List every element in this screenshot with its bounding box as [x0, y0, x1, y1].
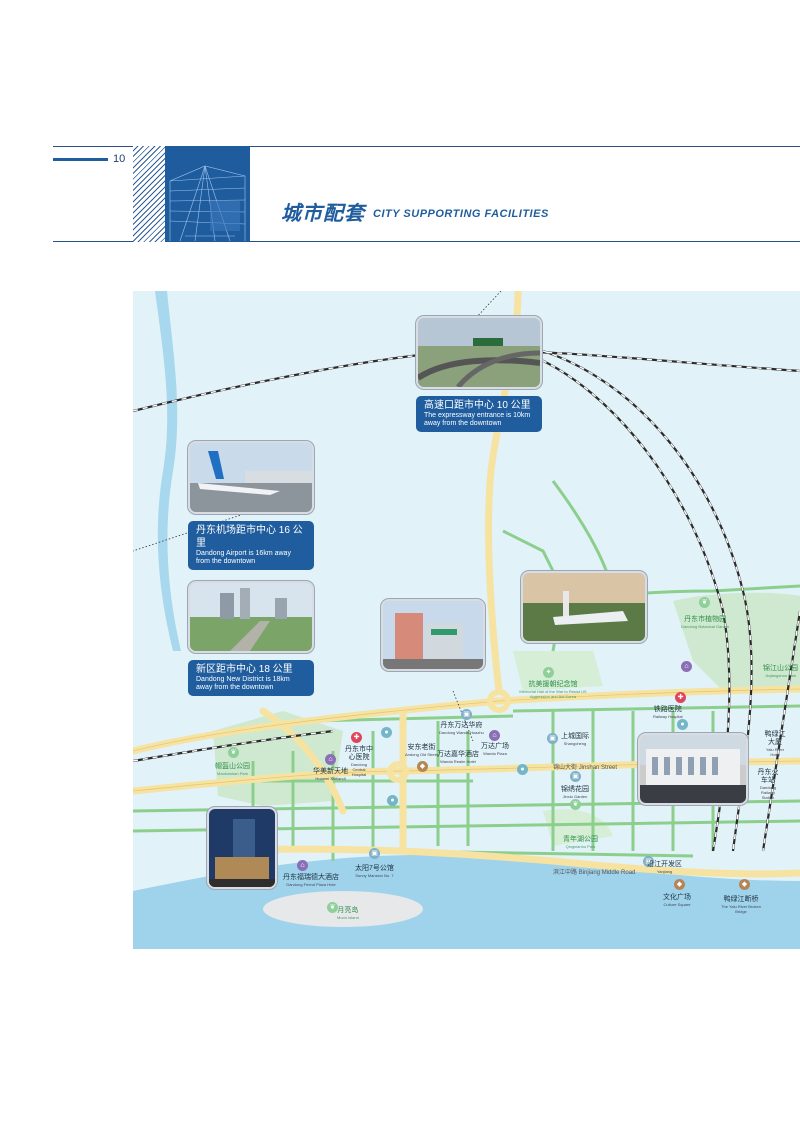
callout-expressway-en1: The expressway entrance is 10km	[424, 412, 531, 419]
memorial-icon: ✦	[543, 667, 554, 678]
header-building-image	[165, 146, 250, 242]
callout-new-district: 新区距市中心 18 公里 Dandong New District is 18k…	[188, 660, 314, 696]
road-jinshan: 锦山大街 Jinshan Street	[553, 765, 618, 771]
callout-new-district-en2: away from the downtown	[196, 684, 274, 691]
landmark-icon: ◆	[674, 879, 685, 890]
water-drop-icon: ●	[677, 719, 688, 730]
callout-new-district-cn: 新区距市中心 18 公里	[196, 664, 293, 675]
photo-wanda-plaza	[381, 599, 485, 671]
callout-expressway-en2: away from the downtown	[424, 420, 502, 427]
residence-icon: ▣	[570, 771, 581, 782]
hospital-icon: ✚	[675, 692, 686, 703]
photo-new-district	[188, 581, 314, 653]
hotel-icon: ⌂	[297, 860, 308, 871]
header-top-rule	[53, 146, 800, 147]
photo-friend-hotel	[207, 807, 277, 889]
residence-icon: ▣	[643, 856, 654, 867]
callout-expressway: 高速口距市中心 10 公里 The expressway entrance is…	[416, 396, 542, 432]
page-number-bar	[53, 158, 108, 161]
header-bottom-rule	[53, 241, 800, 242]
city-map: 高速口距市中心 10 公里 The expressway entrance is…	[133, 291, 800, 949]
residence-icon: ▣	[461, 709, 472, 720]
photo-expressway	[416, 316, 542, 389]
callout-expressway-cn: 高速口距市中心 10 公里	[424, 400, 531, 411]
header-hatch-pattern	[133, 146, 165, 242]
callout-new-district-en1: Dandong New District is 18km	[196, 676, 290, 683]
photo-airport	[188, 441, 314, 514]
park-icon: ❦	[699, 597, 710, 608]
hotel-icon: ⌂	[681, 661, 692, 672]
callout-airport-en2: from the downtown	[196, 558, 256, 565]
callout-airport-en1: Dandong Airport is 16km away	[196, 550, 291, 557]
water-drop-icon: ●	[517, 764, 528, 775]
residence-icon: ▣	[369, 848, 380, 859]
water-drop-icon: ●	[381, 727, 392, 738]
park-icon: ❦	[570, 799, 581, 810]
park-icon: ❦	[228, 747, 239, 758]
callout-airport-cn: 丹东机场距市中心 16 公里	[196, 525, 303, 549]
residence-icon: ▣	[547, 733, 558, 744]
callout-airport: 丹东机场距市中心 16 公里 Dandong Airport is 16km a…	[188, 521, 314, 570]
road-binjiang: 滨江中路 Binjiang Middle Road	[553, 870, 636, 876]
landmark-icon: ◆	[739, 879, 750, 890]
page-number: 10	[113, 153, 126, 165]
section-title-chinese: 城市配套	[281, 203, 365, 225]
landmark-icon: ◆	[417, 761, 428, 772]
photo-memorial-hall	[521, 571, 647, 643]
photo-railway-station	[638, 733, 748, 805]
park-icon: ❦	[327, 902, 338, 913]
shopping-icon: ⌂	[325, 754, 336, 765]
water-drop-icon: ●	[387, 795, 398, 806]
section-title-english: CITY SUPPORTING FACILITIES	[373, 208, 549, 220]
shopping-icon: ⌂	[489, 730, 500, 741]
hospital-icon: ✚	[351, 732, 362, 743]
